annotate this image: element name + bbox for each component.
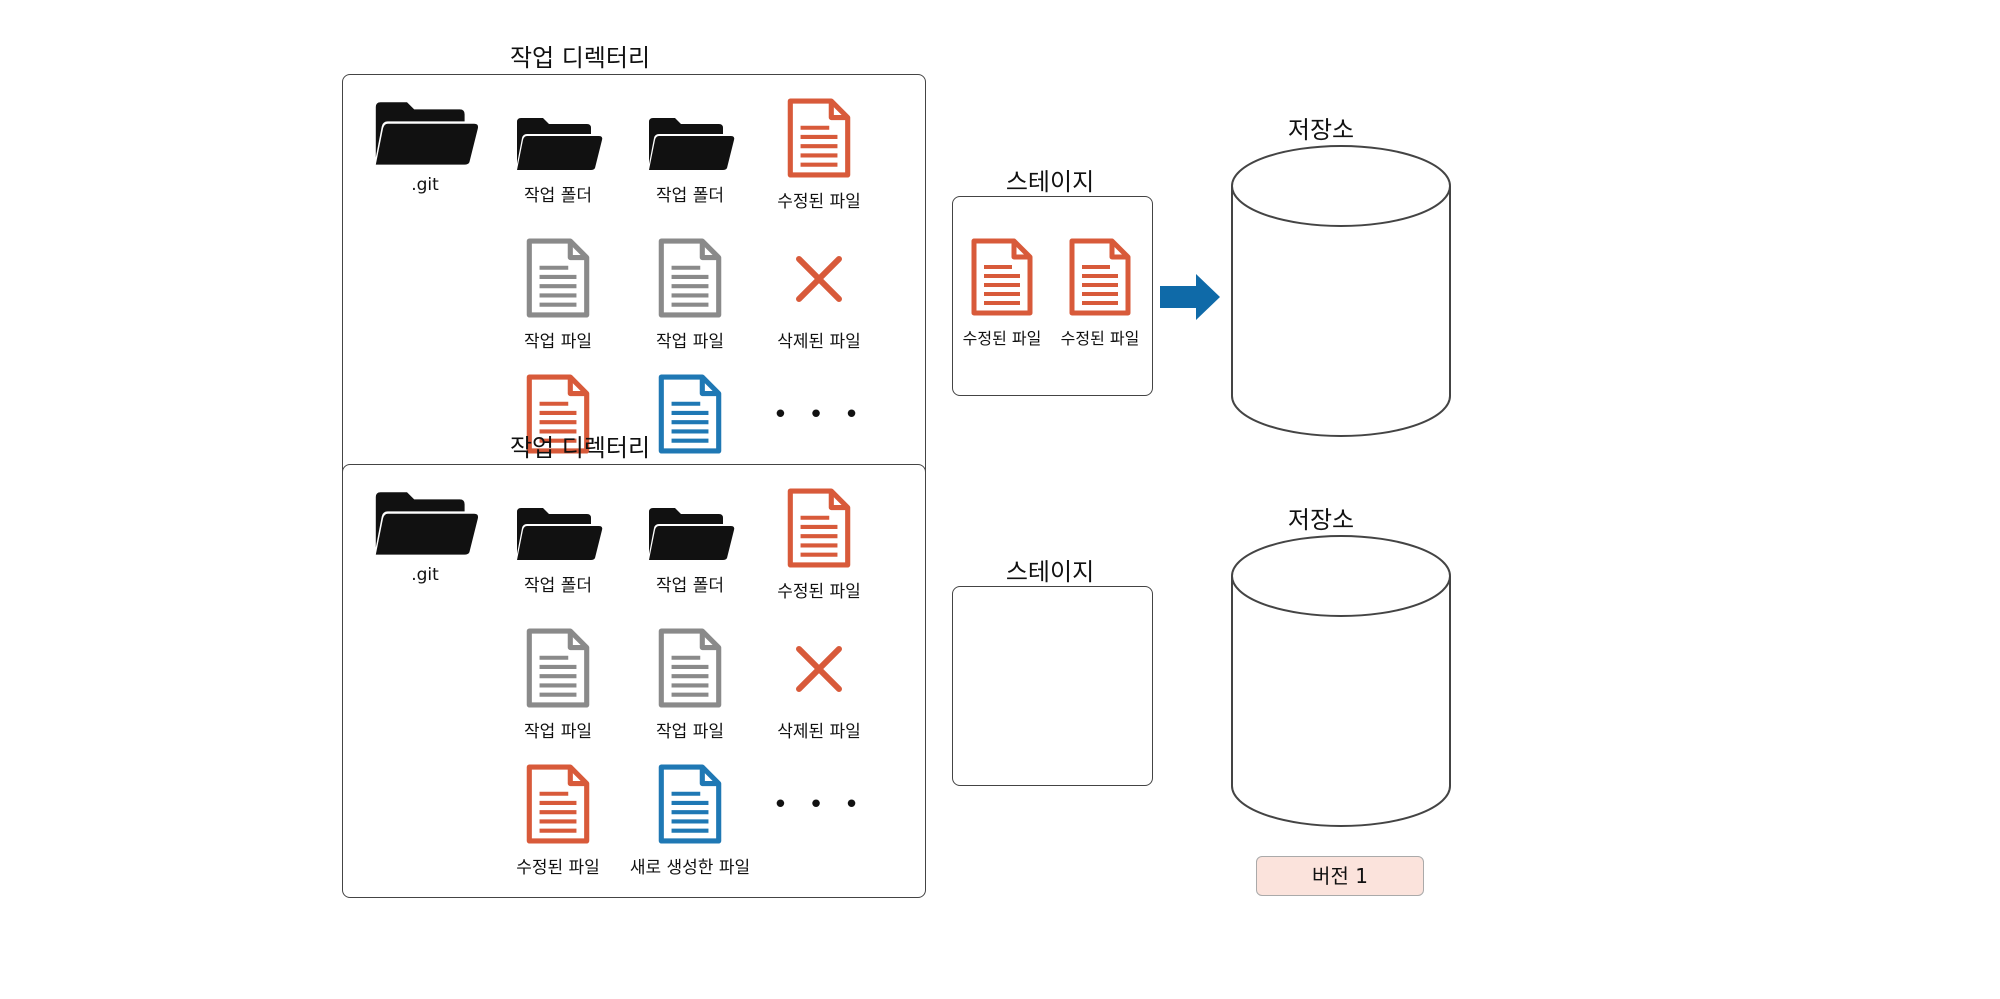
file-label: 작업 파일 — [656, 332, 724, 352]
file-label: 작업 폴더 — [524, 576, 592, 596]
stage-title: 스테이지 — [1005, 168, 1095, 196]
file-label: 수정된 파일 — [1060, 329, 1140, 348]
git-label: .git — [411, 175, 439, 195]
file-label: 작업 폴더 — [656, 576, 724, 596]
git-label: .git — [411, 565, 439, 585]
stage-box: 수정된 파일 수정된 파일 — [952, 196, 1153, 396]
working-file-item: 작업 파일 — [483, 627, 633, 742]
deleted-x-icon — [744, 627, 894, 709]
git-folder: .git — [355, 93, 495, 195]
modified-file-icon — [483, 763, 633, 845]
working-file-item: 수정된 파일 — [483, 763, 633, 878]
diagram-panel-2: 작업 디렉터리 .git 작업 폴더 작업 폴더 수정된 파일 작업 파일 — [0, 390, 2000, 999]
working-file-item: 작업 파일 — [615, 237, 765, 352]
working-file-item: 작업 폴더 — [483, 97, 633, 206]
folder-icon — [355, 93, 495, 169]
new-file-icon — [615, 373, 765, 455]
file-label: 수정된 파일 — [962, 329, 1042, 348]
folder-icon — [483, 487, 633, 563]
version-badge: 버전 1 — [1256, 856, 1424, 896]
git-folder: .git — [355, 483, 495, 585]
stage-box — [952, 586, 1153, 786]
working-file-item: 삭제된 파일 — [744, 627, 894, 742]
repository-title: 저장소 — [1287, 506, 1355, 534]
working-directory-title: 작업 디렉터리 — [509, 44, 651, 72]
deleted-x-icon — [744, 237, 894, 319]
folder-icon — [615, 97, 765, 173]
file-label: 수정된 파일 — [516, 858, 600, 878]
file-label: 작업 파일 — [524, 722, 592, 742]
more-files-ellipsis: • • • — [772, 790, 866, 820]
modified-file-icon — [951, 237, 1053, 317]
staged-file-item: 수정된 파일 — [1049, 237, 1151, 349]
more-files-ellipsis: • • • — [772, 400, 866, 430]
working-file-item: 삭제된 파일 — [744, 237, 894, 352]
working-directory-box: .git 작업 폴더 작업 폴더 수정된 파일 작업 파일 작업 파일 — [342, 464, 926, 898]
file-label: 수정된 파일 — [777, 582, 861, 602]
folder-icon — [615, 487, 765, 563]
modified-file-icon — [744, 487, 894, 569]
modified-file-icon — [1049, 237, 1151, 317]
file-label: 새로 생성한 파일 — [629, 858, 751, 878]
working-file-item: 수정된 파일 — [744, 97, 894, 212]
working-file-item: 작업 폴더 — [615, 97, 765, 206]
file-label: 삭제된 파일 — [777, 332, 861, 352]
modified-file-icon — [744, 97, 894, 179]
working-file-item: 수정된 파일 — [744, 487, 894, 602]
new-file-icon — [615, 763, 765, 845]
stage-title: 스테이지 — [1005, 558, 1095, 586]
repository-title: 저장소 — [1287, 116, 1355, 144]
working-file-item: 작업 폴더 — [483, 487, 633, 596]
file-icon — [615, 237, 765, 319]
working-file-item: 새로 생성한 파일 — [615, 763, 765, 878]
file-label: 삭제된 파일 — [777, 722, 861, 742]
file-label: 작업 파일 — [656, 722, 724, 742]
diagram-panel-1: 작업 디렉터리 .git 작업 폴더 작업 폴더 수정된 파일 작업 파일 — [0, 0, 2000, 508]
file-icon — [483, 237, 633, 319]
file-label: 작업 파일 — [524, 332, 592, 352]
file-label: 작업 폴더 — [656, 186, 724, 206]
file-label: 작업 폴더 — [524, 186, 592, 206]
repository-cylinder — [1230, 144, 1452, 442]
working-file-item: 작업 폴더 — [615, 487, 765, 596]
working-file-item: 작업 파일 — [615, 627, 765, 742]
folder-icon — [355, 483, 495, 559]
file-label: 수정된 파일 — [777, 192, 861, 212]
commit-arrow-icon — [1160, 272, 1222, 326]
staged-file-item: 수정된 파일 — [951, 237, 1053, 349]
working-directory-title: 작업 디렉터리 — [509, 434, 651, 462]
working-file-item: 작업 파일 — [483, 237, 633, 352]
file-icon — [483, 627, 633, 709]
folder-icon — [483, 97, 633, 173]
repository-cylinder — [1230, 534, 1452, 832]
modified-file-icon — [483, 373, 633, 455]
file-icon — [615, 627, 765, 709]
